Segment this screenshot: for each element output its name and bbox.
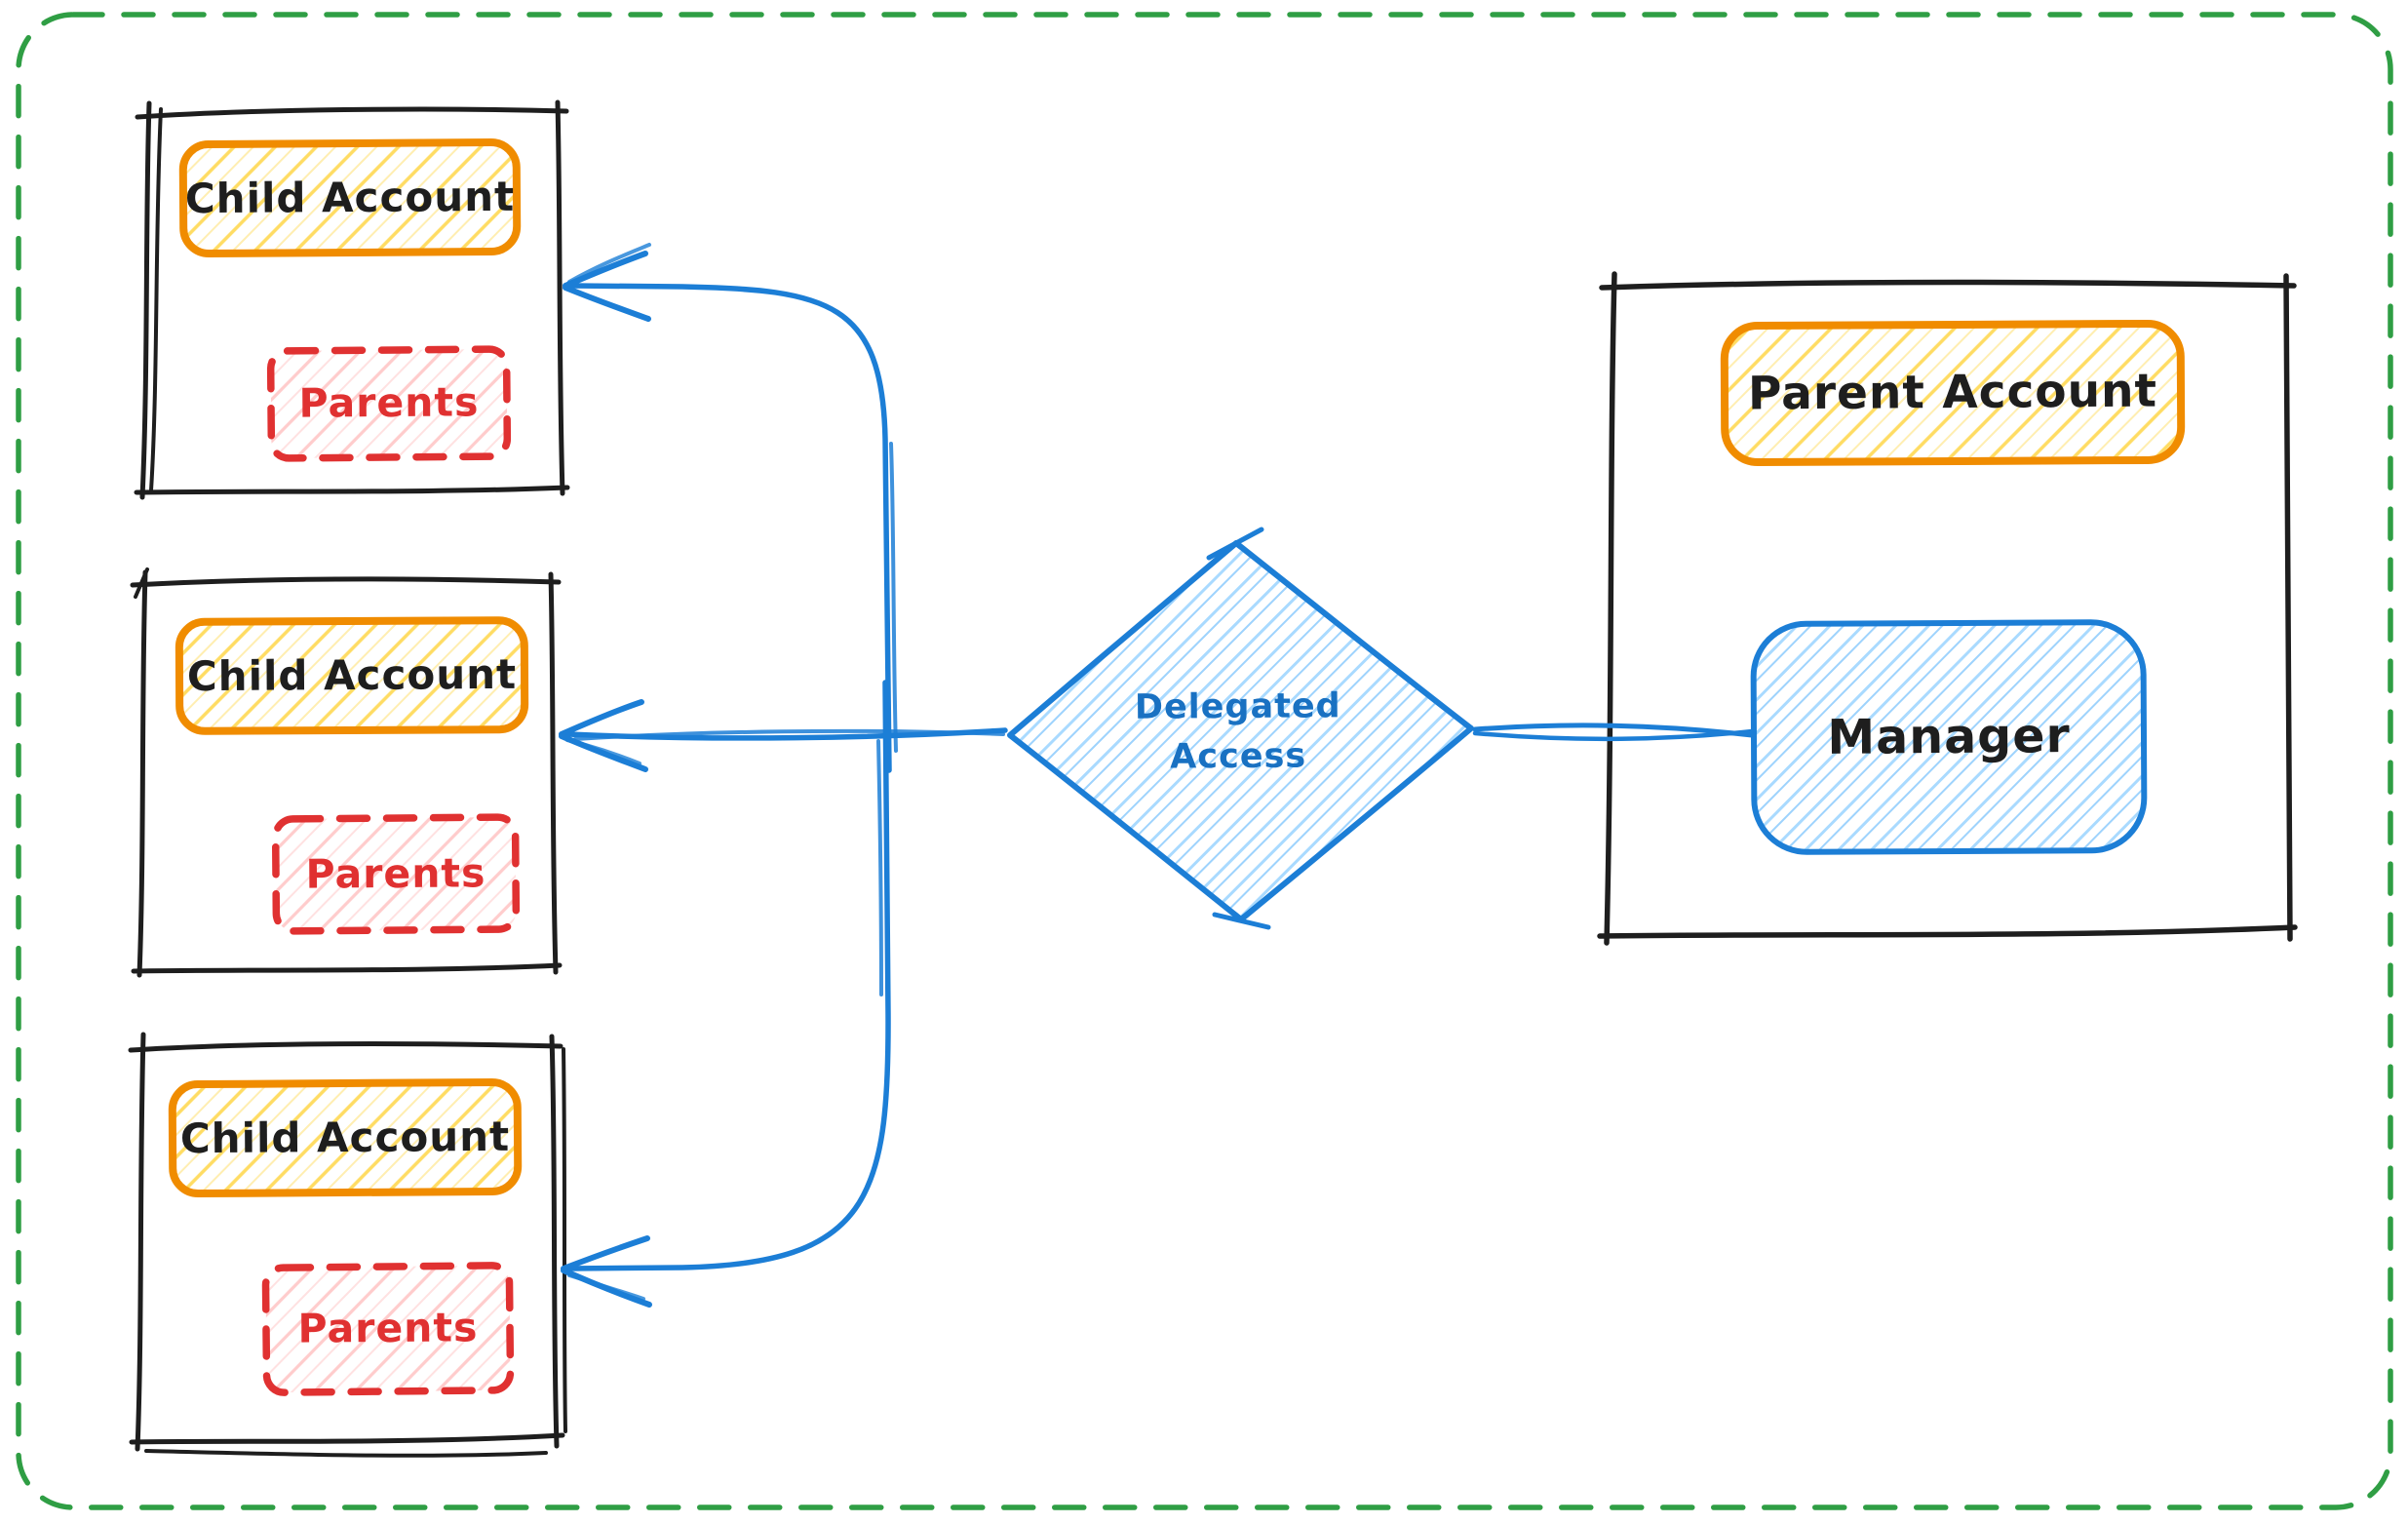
child-account-container-3 bbox=[128, 1032, 567, 1458]
connector-layer bbox=[559, 243, 1755, 1308]
child-account-label-2: Child Account bbox=[186, 649, 518, 700]
parents-dashed-box-1 bbox=[266, 345, 512, 462]
parent-account-label: Parent Account bbox=[1747, 364, 2158, 421]
delegated-access-label: Delegated Access bbox=[1058, 674, 1419, 792]
child-account-pill-1 bbox=[178, 137, 522, 258]
parents-label-3: Parents bbox=[297, 1304, 479, 1353]
parents-dashed-box-3 bbox=[261, 1262, 515, 1396]
parents-dashed-box-2 bbox=[271, 813, 521, 935]
arrow-to-child-3 bbox=[561, 680, 891, 1308]
canvas-dashed-frame bbox=[16, 12, 2393, 1510]
parent-account-pill bbox=[1720, 319, 2186, 467]
child-account-label-3: Child Account bbox=[179, 1112, 511, 1162]
delegated-access-diamond bbox=[1007, 527, 1474, 930]
parent-account-container bbox=[1597, 271, 2298, 946]
arrow-to-child-1 bbox=[563, 243, 898, 773]
parents-label-1: Parents bbox=[298, 378, 480, 428]
delegated-access-line-1: Delegated bbox=[1134, 686, 1341, 727]
child-account-pill-3 bbox=[168, 1077, 523, 1198]
manager-to-diamond-link bbox=[1472, 723, 1755, 742]
child-account-container-1 bbox=[134, 99, 570, 500]
arrow-to-child-2 bbox=[559, 699, 1008, 772]
child-account-label-1: Child Account bbox=[184, 172, 516, 222]
manager-label: Manager bbox=[1827, 707, 2071, 765]
parents-label-2: Parents bbox=[305, 849, 486, 898]
delegated-access-line-2: Access bbox=[1170, 736, 1307, 777]
manager-node bbox=[1750, 619, 2148, 855]
child-account-pill-2 bbox=[175, 616, 529, 735]
child-account-container-2 bbox=[130, 567, 563, 978]
